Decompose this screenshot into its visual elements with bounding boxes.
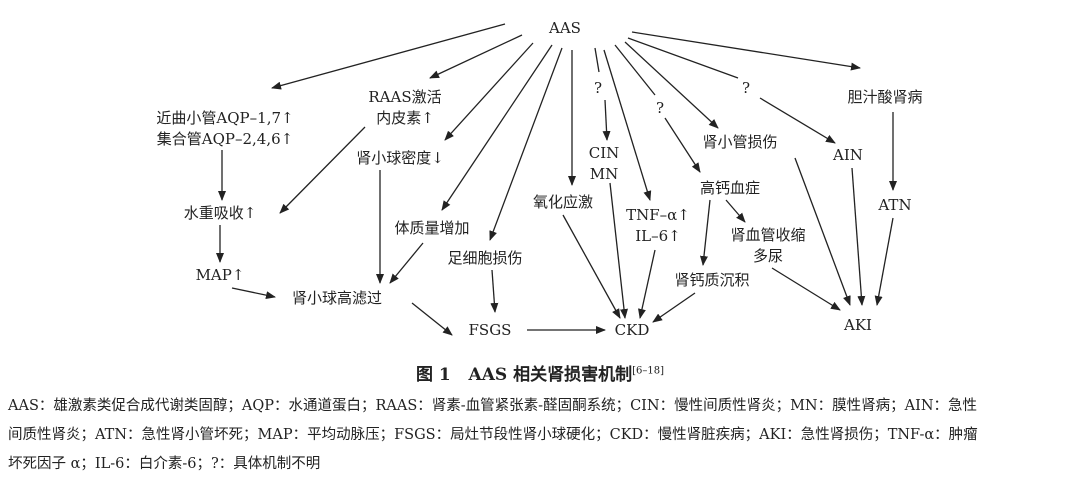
node-density: 肾小球密度↓ [356,149,444,167]
arrow-vaso-to-aki [771,267,841,311]
caption-label: 图 1 [416,365,451,385]
arrow-aas-to-q3 [627,37,739,79]
node-weight: 体质量增加 [394,219,469,237]
node-tnf: TNF–α↑ [626,206,690,224]
legend-line: 间质性肾炎；ATN：急性肾小管坏死；MAP：平均动脉压；FSGS：局灶节段性肾小… [8,427,978,443]
node-atn: ATN [877,196,911,214]
node-cin: CIN [589,144,620,162]
arrow-hypercalcemia-to-vaso [725,199,746,223]
node-q3: ? [742,79,750,97]
arrow-raas-to-water [279,126,366,214]
node-water: 水重吸收↑ [184,204,257,222]
node-ckd: CKD [615,321,650,339]
node-tubular: 肾小管损伤 [702,133,777,151]
node-tnf: IL–6↑ [635,227,681,245]
node-oxidative: 氧化应激 [533,193,593,211]
arrow-hyperfiltration-to-fsgs [411,302,453,336]
arrow-podocyte-to-fsgs [490,269,499,313]
node-cin: MN [590,165,618,183]
node-bile: 胆汁酸肾病 [847,88,922,106]
node-hyperfiltration: 肾小球高滤过 [292,289,382,307]
node-aas: AAS [548,19,581,37]
arrow-weight-to-hyperfiltration [389,242,424,284]
node-fsgs: FSGS [469,321,512,339]
caption-ref: [6–18] [632,365,664,377]
arrow-aas-to-weight [441,44,553,211]
arrow-aas-to-q2 [614,44,656,96]
arrow-aas-to-density [444,42,534,141]
legend-line: 坏死因子 α；IL-6：白介素-6；?：具体机制不明 [8,456,321,472]
abbreviation-legend: AAS：雄激素类促合成代谢类固醇；AQP：水通道蛋白；RAAS：肾素-血管紧张素… [8,392,1076,479]
arrow-cin-to-ckd [609,182,628,319]
node-podocyte: 足细胞损伤 [447,249,522,267]
node-nephrocalcinosis: 肾钙质沉积 [674,271,749,289]
node-aqp: 近曲小管AQP–1,7↑ [156,109,293,127]
arrow-oxidative-to-ckd [562,214,621,319]
arrow-atn-to-aki [874,217,894,306]
arrow-q1-to-cin [602,99,611,141]
node-vaso: 肾血管收缩 [730,226,805,244]
node-q1: ? [594,79,602,97]
node-vaso: 多尿 [753,247,783,265]
caption-title: AAS 相关肾损害机制 [468,365,633,385]
arrow-q2-to-hypercalcemia [664,117,701,173]
arrow-aas-to-raas [429,34,523,79]
arrow-aas-to-podocyte [489,47,563,241]
arrow-tnf-to-ckd [638,249,656,319]
arrow-map-to-hyperfiltration [231,287,276,300]
arrow-aas-to-q1 [594,47,600,73]
node-raas: RAAS激活 [368,88,441,106]
legend-line: AAS：雄激素类促合成代谢类固醇；AQP：水通道蛋白；RAAS：肾素-血管紧张素… [8,398,978,414]
node-aqp: 集合管AQP–2,4,6↑ [157,130,293,148]
node-aki: AKI [843,316,872,334]
arrow-q3-to-ain [759,97,836,144]
node-map: MAP↑ [196,266,245,284]
node-q2: ? [656,99,664,117]
arrow-tubular-to-aki [794,157,851,306]
arrow-aas-to-bile [631,31,861,71]
figure-caption: 图 1 AAS 相关肾损害机制[6–18] [0,360,1080,385]
arrow-nephrocalcinosis-to-ckd [652,292,696,323]
arrow-aas-to-tubular [624,41,719,129]
arrow-hypercalcemia-to-nephrocalcinosis [699,199,711,266]
arrow-aas-to-tnf [603,49,652,201]
node-ain: AIN [832,146,863,164]
arrow-ain-to-aki [851,167,866,306]
node-raas: 内皮素↑ [376,109,434,127]
node-hypercalcemia: 高钙血症 [700,179,760,197]
arrow-aas-to-aqp [271,23,506,90]
